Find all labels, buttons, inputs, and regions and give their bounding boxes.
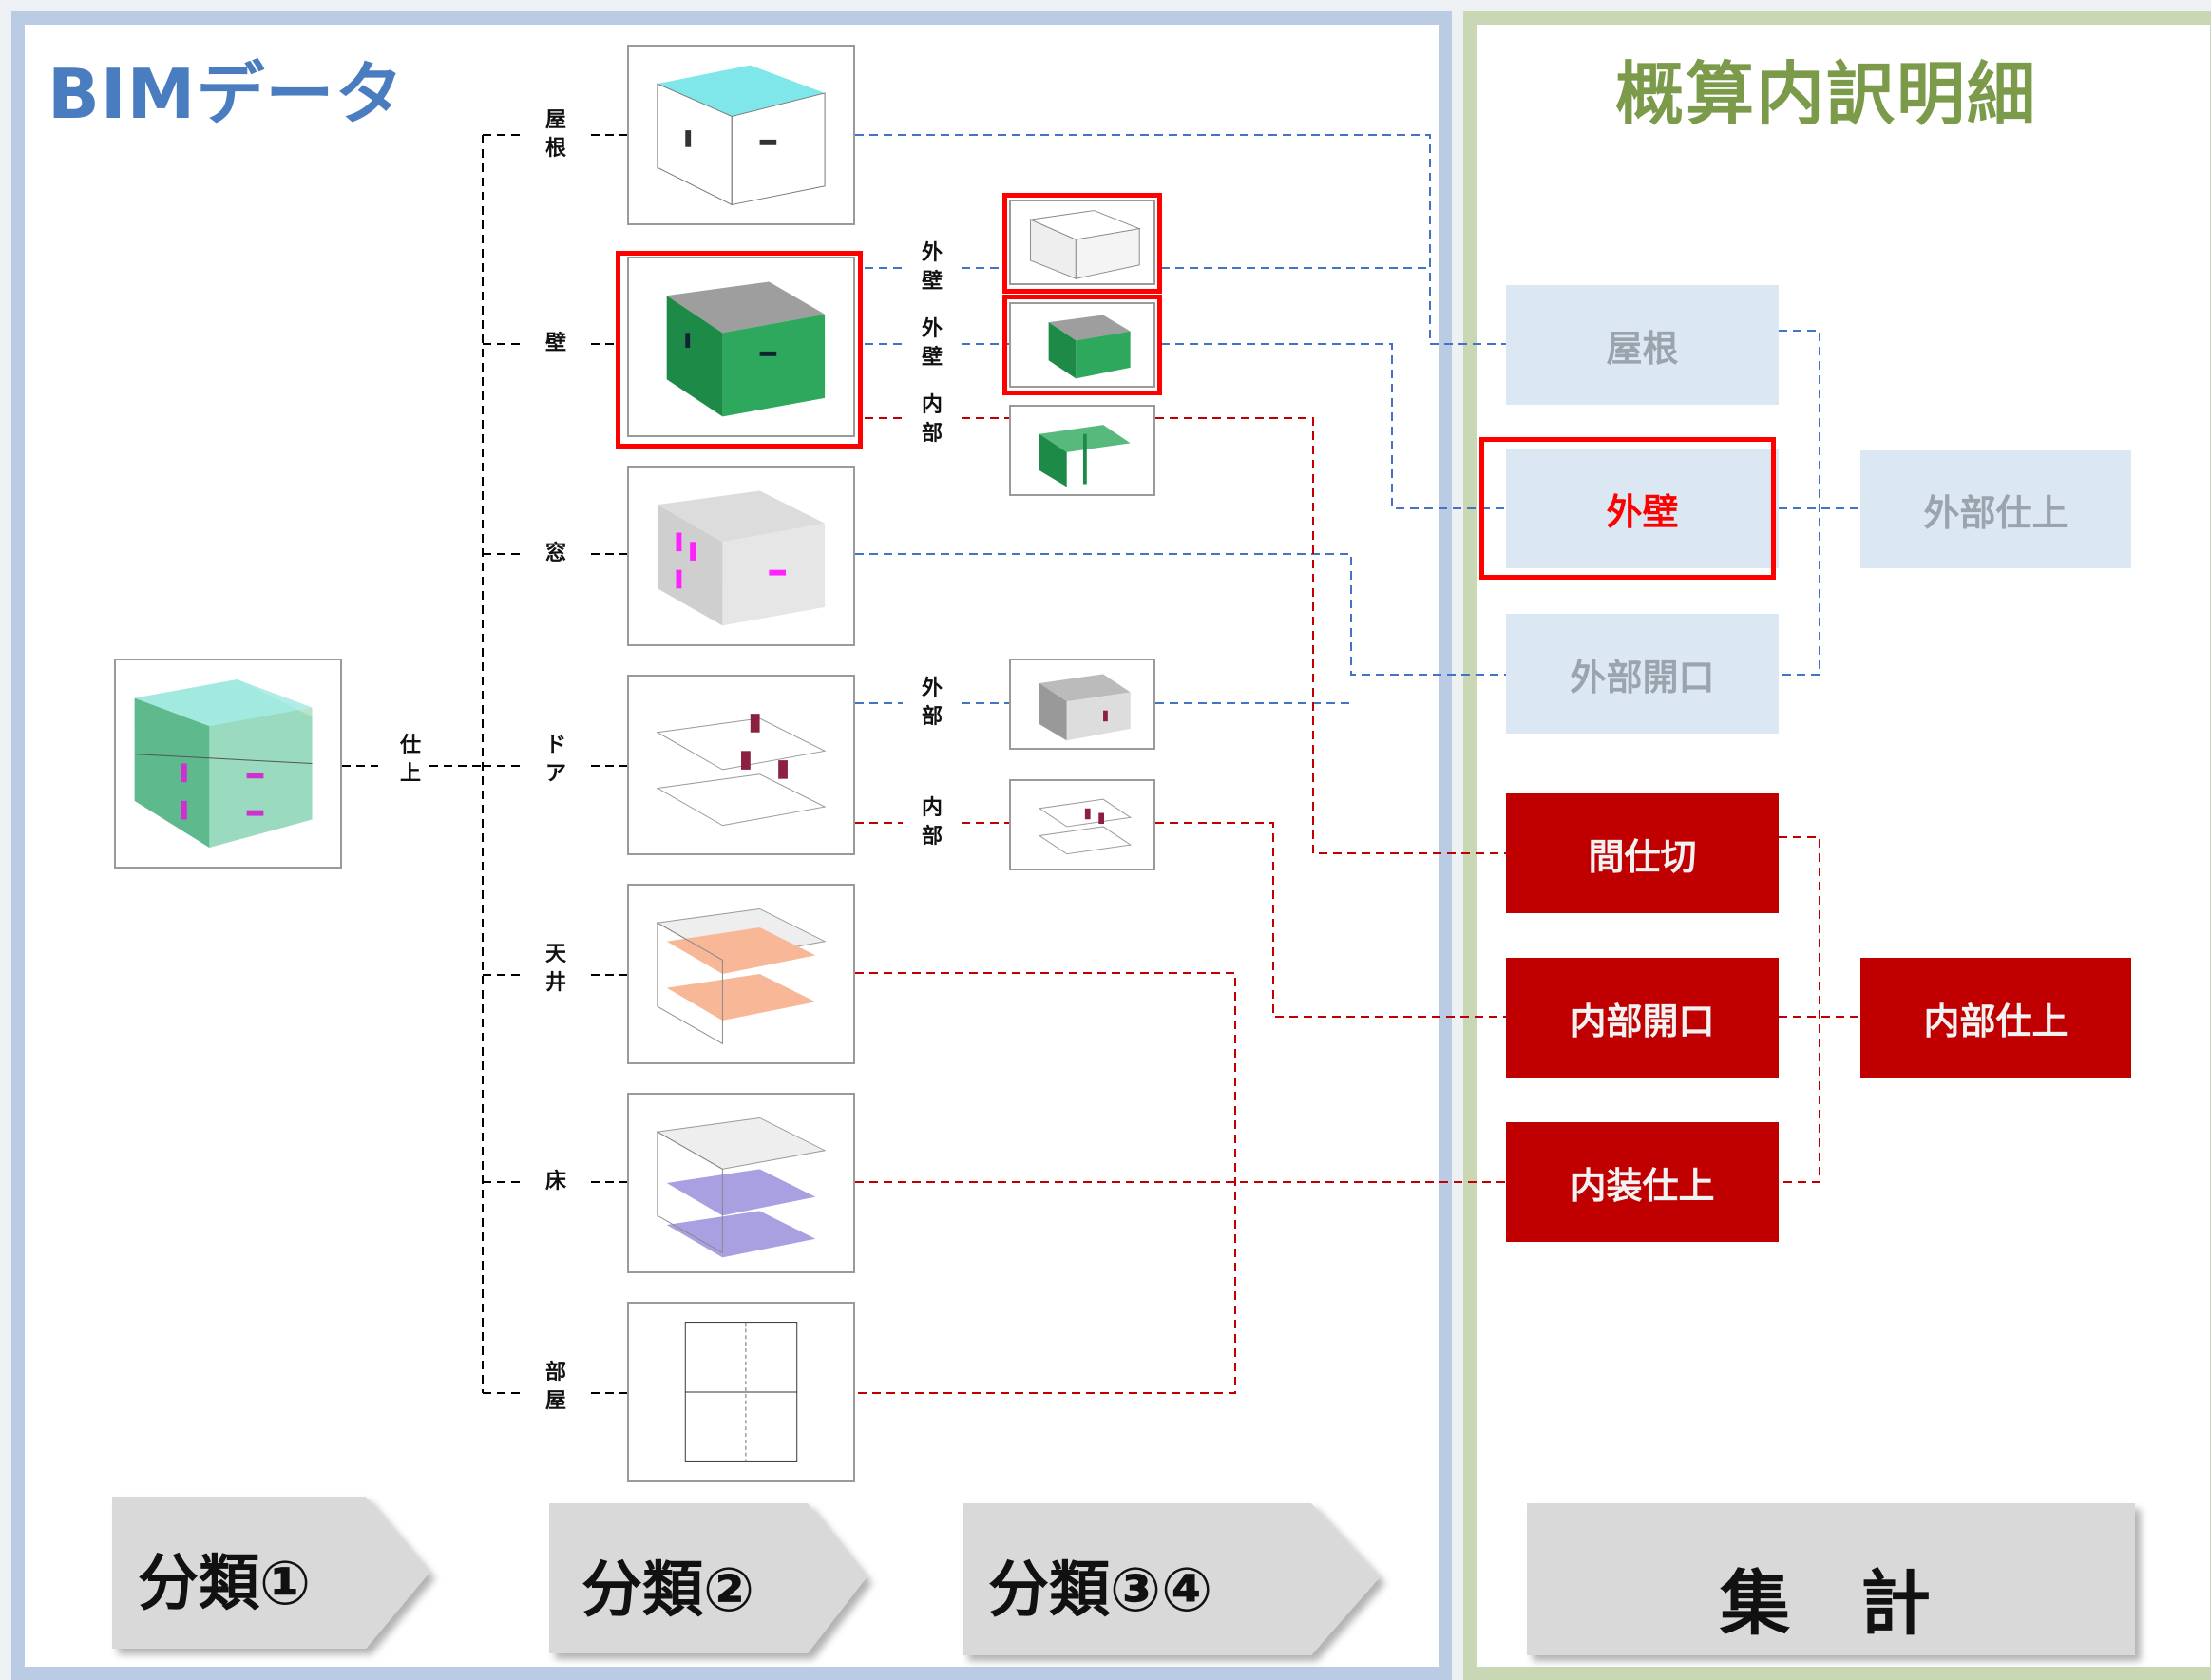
full-model-thumbnail bbox=[114, 659, 342, 869]
int-wall-label-a: 内 bbox=[921, 393, 943, 417]
step34-arrow bbox=[963, 1503, 1380, 1655]
ext-wall-label-1a: 外 bbox=[921, 241, 943, 265]
wall-thumbnail bbox=[627, 257, 855, 437]
wall-label-text: 壁 bbox=[544, 332, 566, 355]
room-thumbnail bbox=[627, 1302, 855, 1482]
ext-wall-highlight-2 bbox=[1002, 295, 1162, 395]
roof-label-1: 屋 bbox=[544, 108, 566, 132]
int-door-label-b: 部 bbox=[921, 825, 943, 849]
step1-label: 分類① bbox=[138, 1549, 312, 1619]
finish-label-bottom: 上 bbox=[399, 762, 421, 786]
total-box bbox=[1527, 1503, 2135, 1655]
window-thumbnail bbox=[627, 466, 855, 646]
window-label: 窓 bbox=[542, 540, 570, 568]
floor-label-text: 床 bbox=[544, 1170, 566, 1193]
floor-label: 床 bbox=[542, 1168, 570, 1196]
step34-label: 分類③④ bbox=[988, 1556, 1213, 1626]
int-wall-thumbnail bbox=[1009, 405, 1155, 496]
ext-wall-label-1: 外壁 bbox=[918, 239, 946, 296]
window-label-text: 窓 bbox=[544, 542, 566, 565]
bim-data-title: BIMデータ bbox=[48, 54, 405, 134]
int-finish-box[interactable]: 内部仕上 bbox=[1860, 958, 2131, 1078]
ext-door-label-b: 部 bbox=[921, 705, 943, 729]
ext-wall-box[interactable]: 外壁 bbox=[1506, 449, 1779, 568]
door-thumbnail bbox=[627, 675, 855, 855]
finish-label: 仕 上 bbox=[396, 732, 425, 789]
ext-wall-label-1b: 壁 bbox=[921, 270, 943, 294]
ceiling-thumbnail bbox=[627, 884, 855, 1064]
roof-label-2: 根 bbox=[544, 137, 566, 161]
ext-wall-label-2b: 壁 bbox=[921, 346, 943, 370]
int-wall-label: 内部 bbox=[918, 391, 946, 449]
int-door-thumbnail bbox=[1009, 779, 1155, 870]
ext-door-label: 外部 bbox=[918, 675, 946, 732]
int-wall-label-b: 部 bbox=[921, 422, 943, 446]
ext-wall-label-2a: 外 bbox=[921, 317, 943, 341]
roof-box[interactable]: 屋根 bbox=[1506, 285, 1779, 405]
step2-label: 分類② bbox=[581, 1556, 755, 1626]
finish-label-top: 仕 bbox=[399, 734, 421, 757]
ext-finish-box[interactable]: 外部仕上 bbox=[1860, 450, 2131, 568]
ext-door-label-a: 外 bbox=[921, 677, 943, 700]
estimate-title: 概算内訳明細 bbox=[1615, 54, 2038, 134]
door-label: ドア bbox=[542, 732, 570, 789]
partition-box[interactable]: 間仕切 bbox=[1506, 793, 1779, 913]
wall-highlight bbox=[616, 251, 863, 449]
room-label-1: 部 bbox=[544, 1361, 566, 1384]
ext-wall-highlight-1 bbox=[1002, 193, 1162, 294]
int-interior-box[interactable]: 内装仕上 bbox=[1506, 1122, 1779, 1242]
door-label-2: ア bbox=[544, 762, 566, 786]
wall-label: 壁 bbox=[542, 330, 570, 358]
step1-arrow bbox=[112, 1497, 429, 1649]
int-door-label-a: 内 bbox=[921, 796, 943, 820]
roof-label: 屋根 bbox=[542, 106, 570, 163]
ceiling-label: 天井 bbox=[542, 941, 570, 998]
ceiling-label-2: 井 bbox=[544, 971, 566, 995]
ext-wall-thumbnail-1 bbox=[1009, 200, 1155, 285]
ext-wall-box-highlight bbox=[1479, 437, 1776, 580]
floor-thumbnail bbox=[627, 1093, 855, 1273]
ext-wall-thumbnail-2 bbox=[1009, 302, 1155, 388]
ext-opening-box[interactable]: 外部開口 bbox=[1506, 614, 1779, 734]
room-label-2: 屋 bbox=[544, 1389, 566, 1413]
total-label: 集 計 bbox=[1720, 1563, 1931, 1645]
ceiling-label-1: 天 bbox=[544, 943, 566, 966]
ext-wall-label-2: 外壁 bbox=[918, 315, 946, 372]
roof-thumbnail bbox=[627, 45, 855, 225]
room-label: 部屋 bbox=[542, 1359, 570, 1416]
int-opening-box[interactable]: 内部開口 bbox=[1506, 958, 1779, 1078]
step2-arrow bbox=[549, 1503, 867, 1653]
door-label-1: ド bbox=[544, 734, 566, 757]
ext-door-thumbnail bbox=[1009, 659, 1155, 750]
int-door-label: 内部 bbox=[918, 794, 946, 851]
